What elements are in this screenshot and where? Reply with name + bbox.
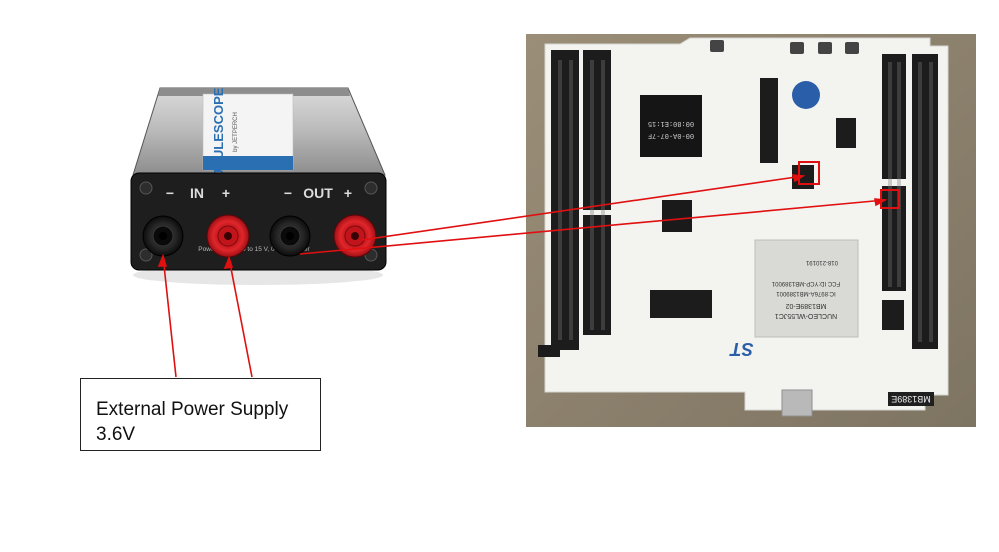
in-label: IN — [190, 185, 204, 201]
out-minus-label: − — [284, 185, 292, 201]
supply-to-in-minus-line — [162, 255, 177, 378]
jp-highlight-box — [798, 161, 820, 185]
device-maker: by JETPERCH — [233, 112, 239, 152]
power-supply-label-line1: External Power Supply — [96, 399, 289, 420]
out-minus-jack — [269, 215, 311, 257]
in-minus-label: − — [166, 185, 174, 201]
out-plus-to-jp-line — [361, 175, 804, 241]
bottom-left-jumper — [538, 345, 560, 357]
module-id: MB1389E-02 — [785, 302, 826, 309]
stlink-logo-icon — [792, 81, 820, 109]
header-pins — [558, 60, 933, 342]
left-header-outer — [551, 50, 579, 350]
arrowhead-icon — [223, 255, 234, 269]
reset-button-icon — [710, 40, 724, 52]
power-supply-label-line2: 3.6V — [96, 424, 136, 445]
screw-icon — [139, 181, 153, 195]
in-plus-jack — [206, 214, 250, 258]
screw-icon — [364, 181, 378, 195]
module-ic: IC:8976A-MB1389001 — [776, 290, 836, 296]
joulescope-device: JOULESCOPE by JETPERCH − IN + − OUT + Po… — [130, 87, 387, 285]
jumper-block — [760, 78, 778, 163]
small-ic — [662, 200, 692, 232]
power-supply-label-box: External Power Supply 3.6V — [80, 378, 321, 451]
arrowhead-icon — [791, 174, 806, 183]
out-label: OUT — [303, 185, 333, 201]
debug-header — [836, 118, 856, 148]
device-front-panel — [130, 172, 387, 271]
device-fine-print: Power Supply: 0 to 15 V, 0 to 3A under — [198, 246, 310, 253]
board-model: MB1389E — [891, 394, 931, 404]
right-header-outer — [912, 54, 938, 349]
in-plus-label: + — [222, 185, 230, 201]
button-icon — [818, 42, 832, 54]
in-minus-jack — [142, 215, 184, 257]
out-plus-jack — [333, 214, 377, 258]
out-to-gnd-line — [299, 199, 886, 255]
left-header-inner — [583, 50, 611, 210]
arrowhead-icon — [157, 253, 168, 267]
chip-mac: 00:80:E1:15 — [648, 119, 694, 127]
button-icon — [790, 42, 804, 54]
bottom-right-jumper — [882, 300, 904, 330]
arrowhead-icon — [874, 198, 888, 207]
device-sticker: JOULESCOPE by JETPERCH — [202, 87, 294, 176]
nucleo-board-photo: 00:80:E1:15 00-0A-07-7F NUCLEO-WL55JC1 M… — [526, 34, 976, 427]
st-logo: ST — [729, 339, 754, 359]
chip-mac-2: 00-0A-07-7F — [648, 131, 694, 139]
screw-icon — [139, 248, 153, 262]
left-header-inner-2 — [583, 215, 611, 335]
right-header-inner — [882, 54, 906, 179]
board-model-bg — [888, 392, 934, 406]
bottom-header — [650, 290, 712, 318]
out-plus-label: + — [344, 185, 352, 201]
stlink-chip — [640, 95, 702, 157]
usb-connector-icon — [781, 389, 813, 417]
supply-to-in-plus-line — [228, 257, 253, 378]
module-cert: 018-210191 — [805, 259, 838, 265]
module-name: NUCLEO-WL55JC1 — [775, 312, 837, 319]
button-icon — [845, 42, 859, 54]
wireless-module — [754, 239, 859, 338]
module-text-group: NUCLEO-WL55JC1 MB1389E-02 IC:8976A-MB138… — [771, 259, 840, 319]
right-header-inner-2 — [882, 186, 906, 291]
module-fcc: FCC ID:YCP-MB1389001 — [771, 280, 840, 286]
device-brand: JOULESCOPE — [211, 87, 226, 176]
connection-lines — [157, 174, 888, 378]
